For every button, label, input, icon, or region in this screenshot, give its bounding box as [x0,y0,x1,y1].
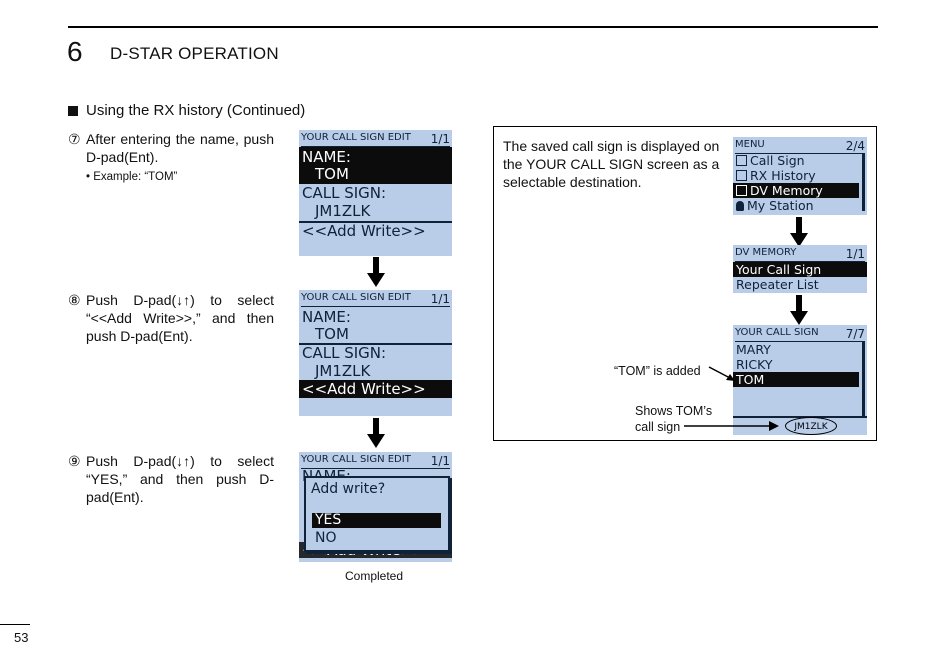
callsign-value: JM1ZLK [315,362,371,380]
no-option: NO [315,530,337,546]
page-number: 53 [14,630,29,645]
selected-highlight [299,147,452,184]
dv-item-your-call-sign: Your Call Sign [733,262,867,277]
call-sign-icon [736,155,747,166]
dialog-title: Add write? [311,481,386,497]
square-bullet-icon [68,105,78,116]
down-arrow-icon [367,418,385,448]
divider [299,343,452,345]
tom-added-callout: “TOM” is added [614,364,701,378]
info-box: The saved call sign is displayed on the … [493,126,877,441]
name-label: NAME: [302,148,351,166]
call-sign-item-tom: TOM [733,372,859,387]
step-text: After entering the name, push D-pad(Ent)… [86,131,274,165]
add-write-dialog: Add write? YES NO [304,476,450,552]
step-9: ⑨ Push D-pad(↓↑) to select “YES,” and th… [68,452,274,506]
step-8: ⑧ Push D-pad(↓↑) to select “<<Add Write>… [68,291,274,345]
shows-callsign-callout-line2: call sign [635,420,681,434]
menu-item-call-sign: Call Sign [733,153,859,168]
scrollbar [862,341,865,417]
person-icon [736,201,744,211]
callout-arrow-icon [684,421,779,431]
step-text: Push D-pad(↓↑) to select “YES,” and then… [86,453,274,505]
section-title: Using the RX history (Continued) [86,102,306,119]
menu-item-my-station: My Station [733,198,859,213]
dv-memory-icon [736,185,747,196]
rx-history-icon [736,170,747,181]
add-write-item: <<Add Write>> [299,380,452,398]
down-arrow-icon [790,217,808,247]
chapter-number: 6 [67,36,83,67]
shows-callsign-callout-line1: Shows TOM’s [635,404,713,418]
name-label: NAME: [302,308,351,326]
menu-item-dv-memory: DV Memory [733,183,859,198]
completed-label: Completed [345,569,404,583]
name-value: TOM [315,165,349,183]
step-text: Push D-pad(↓↑) to select “<<Add Write>>,… [86,292,274,344]
section-heading: Using the RX history (Continued) [68,102,305,119]
down-arrow-icon [790,295,808,325]
step-number: ⑧ [68,292,81,308]
add-write-item: <<Add Write>> [302,222,426,240]
dv-item-repeater-list: Repeater List [736,277,819,292]
scrollbar [862,153,865,211]
step-number: ⑦ [68,131,81,147]
callout-arrow-icon [708,366,735,381]
step-number: ⑨ [68,453,81,469]
callsign-value: JM1ZLK [315,202,371,220]
divider [299,221,452,223]
callsign-label: CALL SIGN: [302,184,387,202]
yes-option: YES [312,513,441,528]
step-example: • Example: “TOM” [86,171,178,183]
call-sign-item-mary: MARY [736,342,771,357]
info-description: The saved call sign is displayed on the … [503,138,720,190]
chapter-title: D-STAR OPERATION [110,44,279,63]
name-value: TOM [315,325,349,343]
header-rule [68,26,878,28]
call-sign-item-ricky: RICKY [736,357,773,372]
page-number-rule [0,624,30,625]
menu-item-rx-history: RX History [733,168,859,183]
step-7: ⑦ After entering the name, push D-pad(En… [68,130,274,186]
callsign-highlight-oval: JM1ZLK [785,417,837,435]
down-arrow-icon [367,257,385,287]
callsign-label: CALL SIGN: [302,344,387,362]
